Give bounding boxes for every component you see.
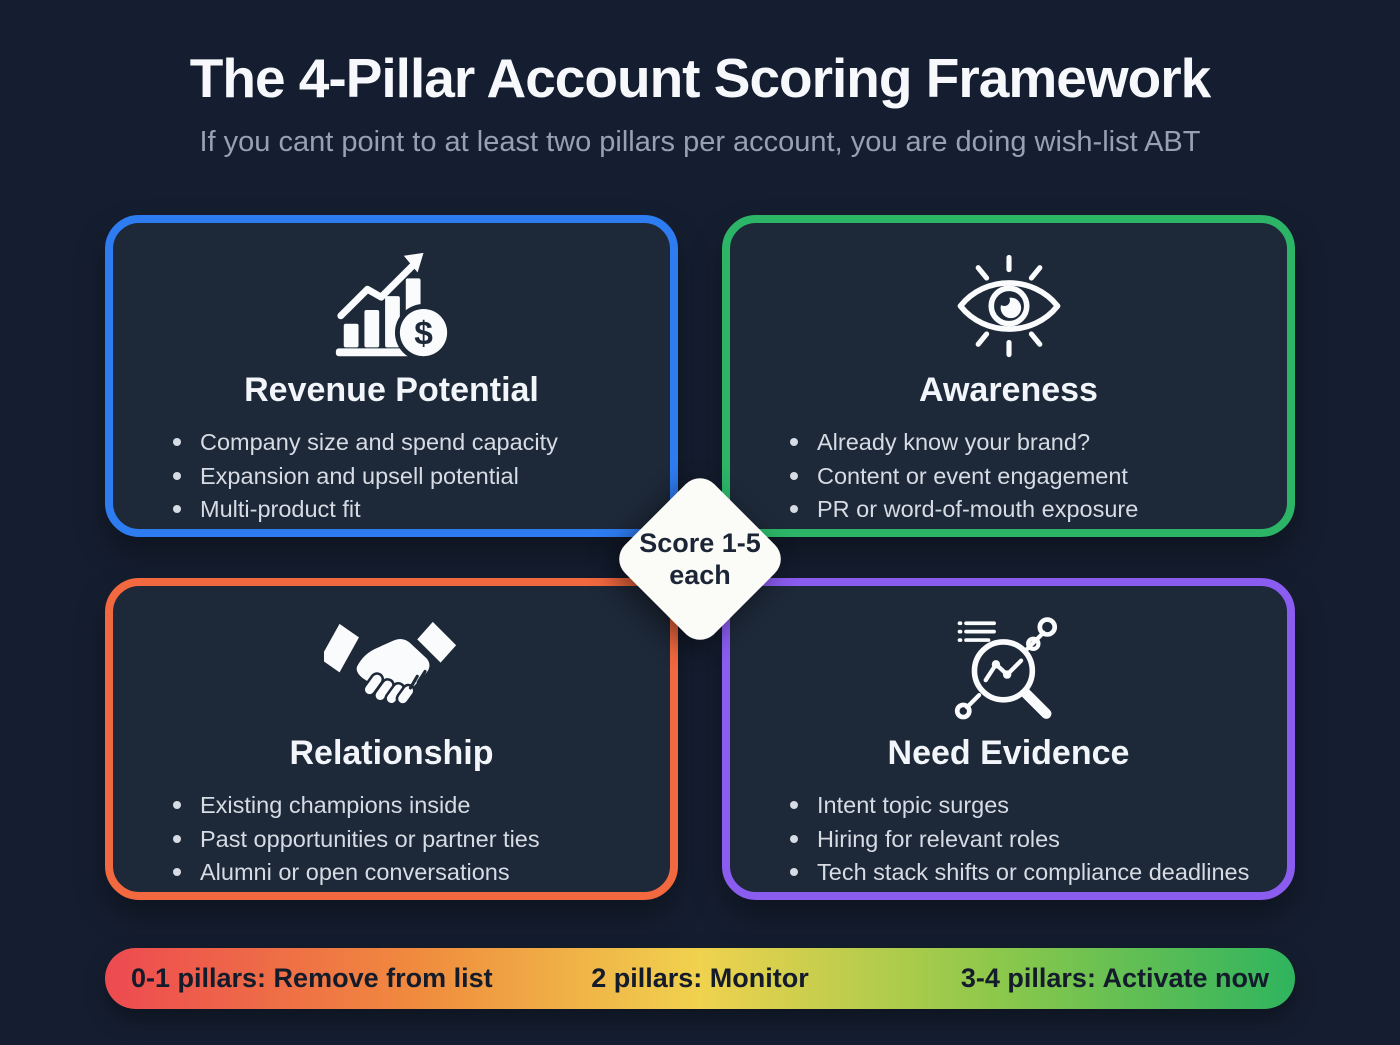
legend-remove: 0-1 pillars: Remove from list (131, 963, 493, 993)
pillar-title: Need Evidence (887, 734, 1130, 772)
page-subtitle: If you cant point to at least two pillar… (199, 126, 1201, 158)
score-diamond-label: Score 1-5 each (597, 496, 803, 622)
scoring-legend-bar: 0-1 pillars: Remove from list 2 pillars:… (105, 948, 1295, 1009)
legend-monitor: 2 pillars: Monitor (591, 963, 809, 993)
svg-text:$: $ (414, 315, 433, 352)
legend-activate: 3-4 pillars: Activate now (960, 963, 1269, 993)
bullet-item: Content or event engagement (790, 460, 1259, 494)
bullet-item: Company size and spend capacity (173, 426, 642, 460)
eye-icon (730, 249, 1287, 363)
pillar-card-awareness: Awareness Already know your brand? Conte… (722, 215, 1295, 537)
bullet-item: Expansion and upsell potential (173, 460, 642, 494)
pillar-bullet-list: Already know your brand? Content or even… (730, 426, 1287, 527)
bullet-item: Tech stack shifts or compliance deadline… (790, 856, 1259, 890)
page-title: The 4-Pillar Account Scoring Framework (189, 47, 1211, 109)
pillar-card-need-evidence: Need Evidence Intent topic surges Hiring… (722, 578, 1295, 900)
pillar-title: Relationship (289, 734, 494, 772)
pillar-bullet-list: Company size and spend capacity Expansio… (113, 426, 670, 527)
bullet-item: Hiring for relevant roles (790, 823, 1259, 857)
pillar-card-revenue-potential: $ Revenue Potential Company size and spe… (105, 215, 678, 537)
bullet-item: Intent topic surges (790, 789, 1259, 823)
pillar-title: Revenue Potential (244, 371, 539, 409)
handshake-icon (113, 612, 670, 726)
bullet-item: PR or word-of-mouth exposure (790, 493, 1259, 527)
bullet-item: Multi-product fit (173, 493, 642, 527)
bullet-item: Existing champions inside (173, 789, 642, 823)
pillar-bullet-list: Existing champions inside Past opportuni… (113, 789, 670, 890)
bullet-item: Already know your brand? (790, 426, 1259, 460)
pillar-bullet-list: Intent topic surges Hiring for relevant … (730, 789, 1287, 890)
bullet-item: Past opportunities or partner ties (173, 823, 642, 857)
score-line-1: Score 1-5 (639, 528, 761, 558)
bullet-item: Alumni or open conversations (173, 856, 642, 890)
pillar-card-relationship: Relationship Existing champions inside P… (105, 578, 678, 900)
magnifier-analytics-icon (730, 612, 1287, 726)
header: The 4-Pillar Account Scoring Framework I… (0, 0, 1400, 159)
pillar-title: Awareness (919, 371, 1098, 409)
score-line-2: each (669, 560, 731, 590)
bar-chart-growth-dollar-icon: $ (113, 249, 670, 363)
